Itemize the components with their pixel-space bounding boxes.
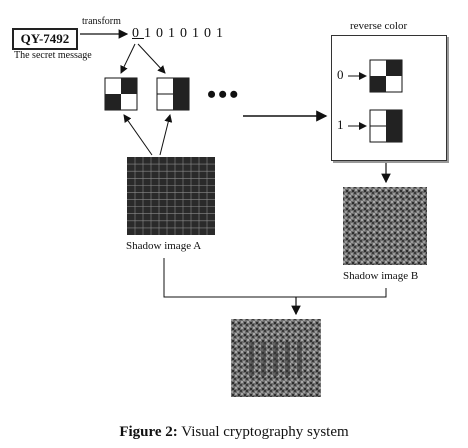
secret-message-box: QY-7492 — [12, 28, 78, 50]
transform-label: transform — [82, 16, 121, 27]
reverse-color-title: reverse color — [350, 20, 408, 32]
reverse-block-one — [369, 109, 403, 143]
reverse-color-panel — [331, 35, 447, 161]
connector-shadowA — [163, 258, 296, 298]
shadow-image-b — [343, 187, 427, 265]
bit: 0 — [132, 26, 144, 41]
bit: 0 — [180, 26, 192, 41]
ellipsis: ••• — [207, 80, 241, 109]
shadow-a-label: Shadow image A — [126, 240, 202, 252]
figure-caption-text: Visual cryptography system — [177, 424, 349, 440]
bit: 0 — [204, 26, 216, 41]
share-block-left — [104, 77, 138, 111]
shadow-b-label: Shadow image B — [343, 270, 419, 282]
arrow-shadowA-to-share-left — [123, 114, 153, 156]
reverse-block-zero — [369, 59, 403, 93]
figure-caption: Figure 2: Visual cryptography system — [0, 424, 468, 441]
bit: 1 — [216, 26, 228, 41]
arrow-shadowA-to-share-right — [159, 114, 173, 156]
bit: 1 — [168, 26, 180, 41]
secret-message-caption: The secret message — [14, 50, 92, 61]
shadow-image-a — [127, 157, 215, 235]
connector-shadowB — [296, 288, 387, 298]
bit: 1 — [144, 26, 156, 41]
reverse-label-one: 1 — [337, 117, 344, 132]
arrow-bit0-to-share-left — [120, 43, 136, 74]
arrow-bit0-to-share-right — [137, 43, 166, 74]
bit: 1 — [192, 26, 204, 41]
stacked-result-image — [231, 319, 321, 397]
share-block-right — [156, 77, 190, 111]
bit-string: 01010101 — [132, 26, 228, 42]
reverse-label-zero: 0 — [337, 67, 344, 82]
figure-caption-prefix: Figure 2: — [119, 424, 178, 440]
bit: 0 — [156, 26, 168, 41]
